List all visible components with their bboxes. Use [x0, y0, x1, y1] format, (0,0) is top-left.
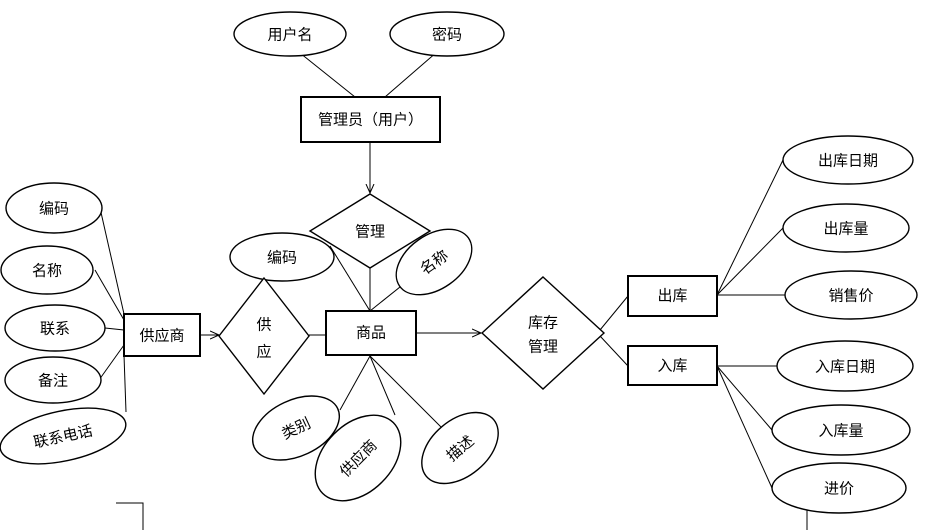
entity-outbound: 出库 — [627, 275, 718, 317]
attribute-product-category: 类别 — [251, 395, 341, 461]
svg-text:密码: 密码 — [432, 26, 462, 44]
svg-text:供应商: 供应商 — [139, 327, 184, 345]
svg-text:出库日期: 出库日期 — [818, 152, 878, 170]
connector-line — [339, 355, 371, 411]
attribute-product-code: 编码 — [229, 232, 335, 282]
svg-text:应: 应 — [256, 343, 271, 361]
svg-text:管理: 管理 — [355, 223, 385, 241]
svg-text:入库量: 入库量 — [818, 422, 863, 440]
connector-line — [599, 295, 629, 331]
svg-text:入库: 入库 — [657, 357, 687, 375]
entity-admin: 管理员（用户） — [300, 96, 441, 143]
connectors — [94, 44, 785, 489]
svg-text:出库量: 出库量 — [823, 220, 868, 238]
connector-line — [716, 365, 773, 431]
attribute-outbound-price: 销售价 — [784, 270, 918, 320]
relationship-manage: 管理 — [308, 193, 432, 269]
attribute-admin-password: 密码 — [389, 11, 505, 57]
svg-text:出库: 出库 — [657, 287, 687, 305]
corner-mark — [116, 502, 144, 530]
svg-text:编码: 编码 — [267, 249, 297, 267]
attribute-inbound-quantity: 入库量 — [771, 404, 911, 456]
attribute-admin-username: 用户名 — [233, 11, 347, 57]
attribute-product-supplier: 供应商 — [314, 414, 402, 502]
attribute-inbound-price: 进价 — [771, 462, 907, 514]
svg-text:名称: 名称 — [32, 262, 62, 280]
relationship-inventory: 库存 管理 — [480, 276, 606, 390]
entity-supplier: 供应商 — [123, 313, 201, 357]
attribute-outbound-quantity: 出库量 — [782, 203, 910, 253]
connector-line — [369, 355, 443, 429]
connector-line — [94, 269, 125, 321]
svg-text:销售价: 销售价 — [828, 287, 873, 305]
svg-text:进价: 进价 — [824, 480, 854, 498]
attribute-supplier-phone: 联系电话 — [0, 407, 127, 465]
attribute-supplier-name: 名称 — [0, 245, 94, 295]
attribute-product-description: 描述 — [421, 411, 499, 485]
page-corner-marks — [116, 502, 808, 530]
svg-text:编码: 编码 — [39, 200, 69, 218]
svg-text:库存: 库存 — [528, 314, 558, 332]
attribute-outbound-date: 出库日期 — [782, 135, 914, 185]
attribute-supplier-contact: 联系 — [4, 304, 106, 352]
connector-line — [329, 245, 371, 312]
svg-text:管理: 管理 — [528, 338, 558, 356]
connector-line — [716, 159, 784, 296]
connector-line — [104, 327, 125, 331]
svg-text:联系: 联系 — [40, 320, 70, 338]
entity-inbound: 入库 — [627, 345, 718, 386]
attribute-inbound-date: 入库日期 — [776, 340, 914, 392]
connector-line — [99, 207, 125, 315]
attribute-supplier-code: 编码 — [5, 182, 103, 234]
connector-line — [716, 365, 773, 489]
connector-line — [123, 354, 127, 413]
connector-line — [98, 344, 125, 381]
entity-product: 商品 — [325, 310, 417, 356]
connector-line — [369, 355, 396, 416]
entity-admin-label: 管理员（用户） — [318, 111, 423, 129]
svg-text:商品: 商品 — [356, 324, 386, 342]
connector-line — [599, 335, 629, 367]
svg-text:用户名: 用户名 — [267, 26, 312, 44]
connector-line — [716, 227, 784, 296]
connector-line — [369, 282, 406, 312]
relationship-supply: 供 应 — [218, 276, 310, 396]
svg-text:备注: 备注 — [38, 372, 68, 390]
attribute-supplier-remark: 备注 — [4, 356, 102, 404]
attribute-product-name: 名称 — [395, 228, 473, 296]
svg-text:入库日期: 入库日期 — [815, 358, 875, 376]
svg-text:供: 供 — [256, 316, 271, 334]
